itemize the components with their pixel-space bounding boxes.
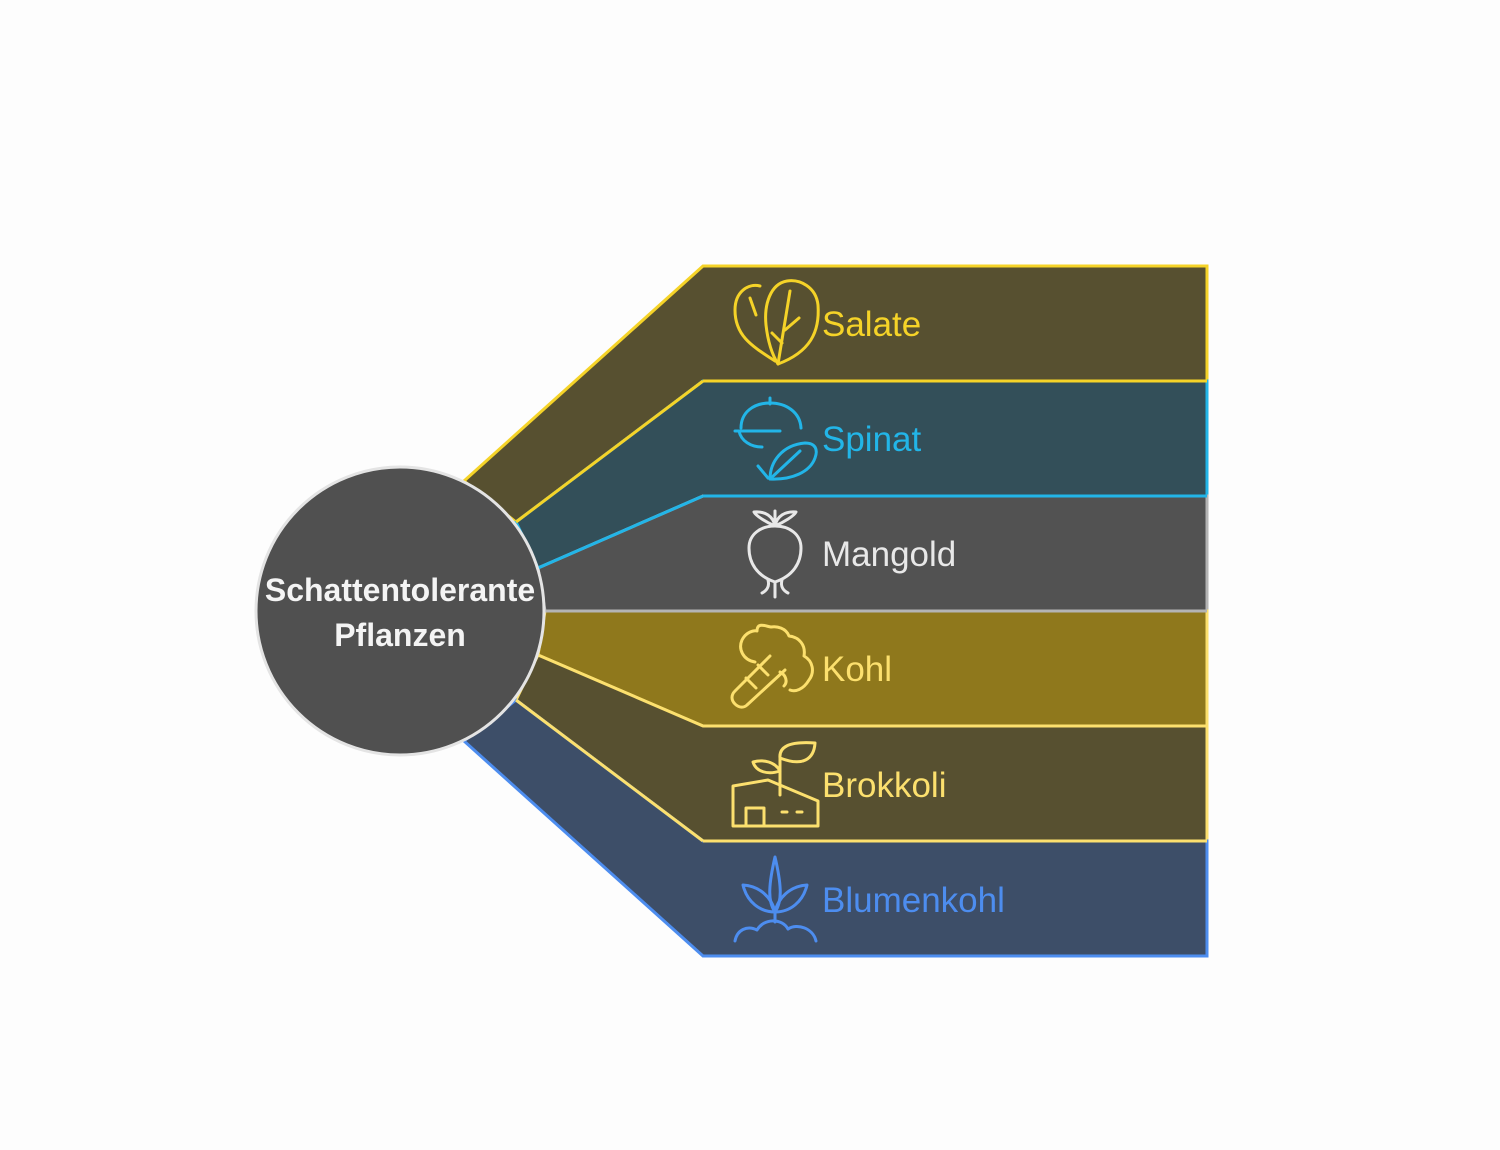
hub-title-line1: Schattentolerante [265,572,535,608]
label-blumenkohl: Blumenkohl [822,881,1005,920]
label-kohl: Kohl [822,650,892,689]
beet-icon [747,509,803,599]
lettuce-icon [733,279,820,366]
label-spinat: Spinat [822,420,922,459]
band-mangold [536,494,1209,613]
hub: Schattentolerante Pflanzen [254,465,546,757]
label-salate: Salate [822,305,921,344]
hub-circle [254,465,546,757]
sprout-house-icon [731,741,820,828]
hub-title-line2: Pflanzen [334,617,466,653]
label-mangold: Mangold [822,535,956,574]
plant-icon [733,855,818,943]
broccoli-icon [730,623,814,709]
spinach-icon [733,396,818,481]
label-brokkoli: Brokkoli [822,766,946,805]
